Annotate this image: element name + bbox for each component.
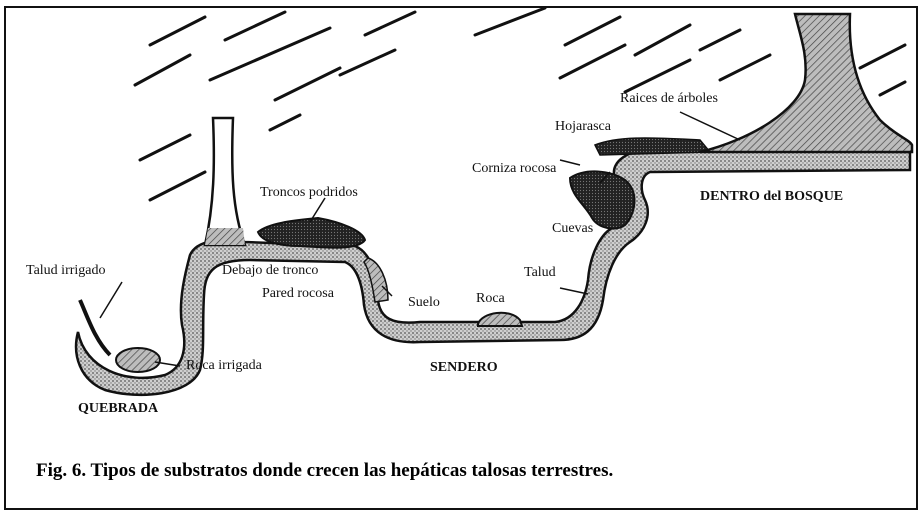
roca-irrigada-rock [115,347,161,373]
zone-quebrada: QUEBRADA [78,401,159,416]
corniza-rocosa-mass [568,170,636,230]
hojarasca-band [593,137,712,156]
talud-irrigado-line [78,299,112,357]
label-hojarasca: Hojarasca [555,119,611,134]
label-pared-rocosa: Pared rocosa [262,286,334,301]
label-roca: Roca [476,291,505,306]
label-suelo: Suelo [408,295,440,310]
label-troncos-podridos: Troncos podridos [260,185,358,200]
zone-sendero: SENDERO [430,360,498,375]
ground-substrate [74,148,912,396]
roca-rock [477,311,524,327]
label-roca-irrigada: Roca irrigada [186,358,262,373]
big-tree [699,12,914,154]
figure-caption: Fig. 6. Tipos de substratos donde crecen… [36,460,614,481]
label-talud: Talud [524,265,556,280]
label-pointers [99,111,741,367]
label-debajo-de-tronco: Debajo de tronco [222,263,319,278]
label-corniza-rocosa: Corniza rocosa [472,161,557,176]
pared-rocosa [363,257,389,303]
label-talud-irrigado: Talud irrigado [26,263,106,278]
left-tree-trunk [203,116,247,247]
rotten-logs [256,216,367,249]
rain-streaks [133,6,907,202]
zone-dentro-del-bosque: DENTRO del BOSQUE [700,189,844,204]
figure-frame [4,6,918,510]
label-raices-de-arboles: Raices de árboles [620,91,718,106]
label-cuevas: Cuevas [552,221,594,236]
